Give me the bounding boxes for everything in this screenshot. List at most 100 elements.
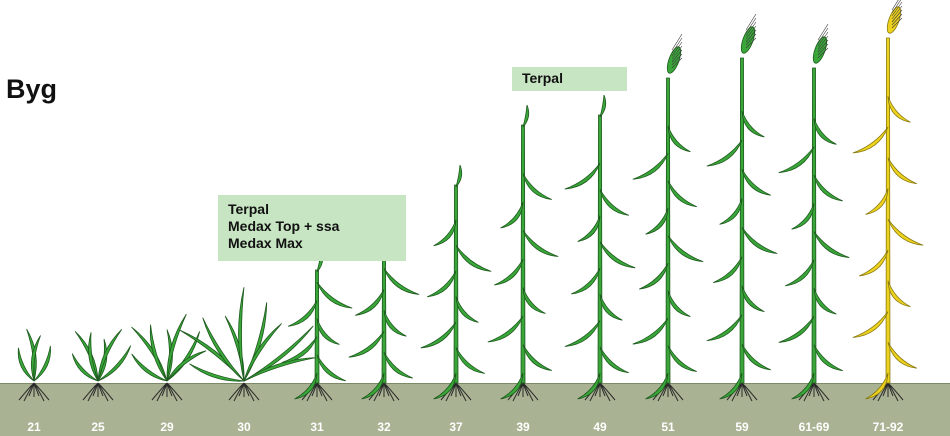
leaf bbox=[814, 345, 843, 371]
leaf bbox=[668, 181, 697, 207]
stage-label: 37 bbox=[426, 420, 486, 434]
leaf bbox=[578, 216, 600, 242]
leaf bbox=[288, 300, 317, 326]
leaf bbox=[523, 288, 545, 314]
leaf bbox=[565, 321, 600, 347]
stem bbox=[886, 38, 890, 383]
leaf bbox=[317, 282, 352, 308]
leaf bbox=[600, 347, 629, 373]
leaf bbox=[853, 312, 888, 338]
leaf bbox=[494, 259, 523, 285]
leaf bbox=[668, 236, 703, 262]
treatment-box-early: Terpal Medax Top + ssa Medax Max bbox=[218, 195, 406, 261]
stage-label: 30 bbox=[214, 420, 274, 434]
plant-stage-7 bbox=[421, 165, 491, 401]
leaf bbox=[742, 227, 777, 253]
leaf bbox=[888, 219, 923, 245]
treatment-box-late: Terpal bbox=[512, 67, 627, 91]
leaf bbox=[639, 263, 668, 289]
leaf bbox=[668, 291, 690, 317]
stage-label: 51 bbox=[638, 420, 698, 434]
stage-label: 21 bbox=[4, 420, 64, 434]
leaf bbox=[814, 118, 836, 144]
stage-label: 61-69 bbox=[784, 420, 844, 434]
leaf bbox=[888, 281, 910, 307]
plant-stage-13 bbox=[853, 0, 923, 401]
leaf bbox=[646, 208, 668, 234]
stage-label: 71-92 bbox=[858, 420, 918, 434]
treatment-line: Terpal bbox=[522, 70, 617, 87]
leaf bbox=[427, 271, 456, 297]
leaf bbox=[523, 105, 529, 127]
leaf bbox=[859, 250, 888, 276]
leaf bbox=[523, 174, 552, 200]
leaf bbox=[349, 331, 384, 357]
plant-stage-11 bbox=[707, 14, 777, 401]
leaf bbox=[785, 260, 814, 286]
leaf bbox=[888, 342, 917, 368]
leaf bbox=[600, 95, 606, 117]
plant-stage-9 bbox=[565, 95, 635, 401]
leaf bbox=[742, 344, 771, 370]
leaf bbox=[742, 111, 764, 137]
stage-label: 59 bbox=[712, 420, 772, 434]
stage-label: 25 bbox=[68, 420, 128, 434]
leaf bbox=[707, 140, 742, 166]
leaf bbox=[779, 147, 814, 173]
leaf bbox=[456, 296, 478, 322]
leaf bbox=[713, 257, 742, 283]
leaf bbox=[600, 189, 629, 215]
leaf bbox=[814, 232, 849, 258]
crop-title: Byg bbox=[6, 74, 57, 105]
leaf bbox=[456, 165, 462, 187]
plant-stage-12 bbox=[779, 24, 849, 401]
leaf bbox=[355, 289, 384, 315]
plant-stage-10 bbox=[633, 34, 703, 401]
leaf bbox=[523, 231, 558, 257]
leaf bbox=[633, 318, 668, 344]
treatment-line: Terpal bbox=[228, 201, 396, 218]
treatment-line: Medax Top + ssa bbox=[228, 218, 396, 235]
stem bbox=[598, 115, 602, 383]
leaf bbox=[456, 245, 491, 271]
stem bbox=[521, 125, 525, 383]
leaf bbox=[707, 315, 742, 341]
leaf bbox=[668, 346, 697, 372]
leaf bbox=[779, 316, 814, 342]
leaf bbox=[888, 96, 910, 122]
leaf bbox=[317, 318, 339, 344]
stem bbox=[666, 78, 670, 383]
leaf bbox=[384, 310, 406, 336]
leaf bbox=[814, 288, 836, 314]
leaf bbox=[421, 322, 456, 348]
leaf bbox=[456, 347, 485, 373]
stem bbox=[740, 58, 744, 383]
stage-label: 49 bbox=[570, 420, 630, 434]
leaf bbox=[571, 268, 600, 294]
leaf bbox=[600, 242, 635, 268]
leaf bbox=[888, 158, 917, 184]
leaf bbox=[720, 198, 742, 224]
plant-stage-8 bbox=[488, 105, 558, 401]
leaf bbox=[866, 189, 888, 215]
leaf bbox=[742, 169, 771, 195]
leaf bbox=[600, 294, 622, 320]
leaf bbox=[384, 268, 419, 294]
leaf bbox=[792, 203, 814, 229]
leaf bbox=[742, 286, 764, 312]
plant-stage-5 bbox=[282, 250, 352, 401]
leaf bbox=[523, 345, 552, 371]
stage-label: 29 bbox=[137, 420, 197, 434]
leaf bbox=[384, 352, 413, 378]
leaf bbox=[488, 316, 523, 342]
leaf bbox=[814, 175, 843, 201]
stage-label: 32 bbox=[354, 420, 414, 434]
leaf bbox=[317, 355, 346, 381]
leaf bbox=[565, 163, 600, 189]
stage-label: 31 bbox=[287, 420, 347, 434]
stage-label: 39 bbox=[493, 420, 553, 434]
leaf bbox=[501, 202, 523, 228]
leaf bbox=[853, 127, 888, 153]
